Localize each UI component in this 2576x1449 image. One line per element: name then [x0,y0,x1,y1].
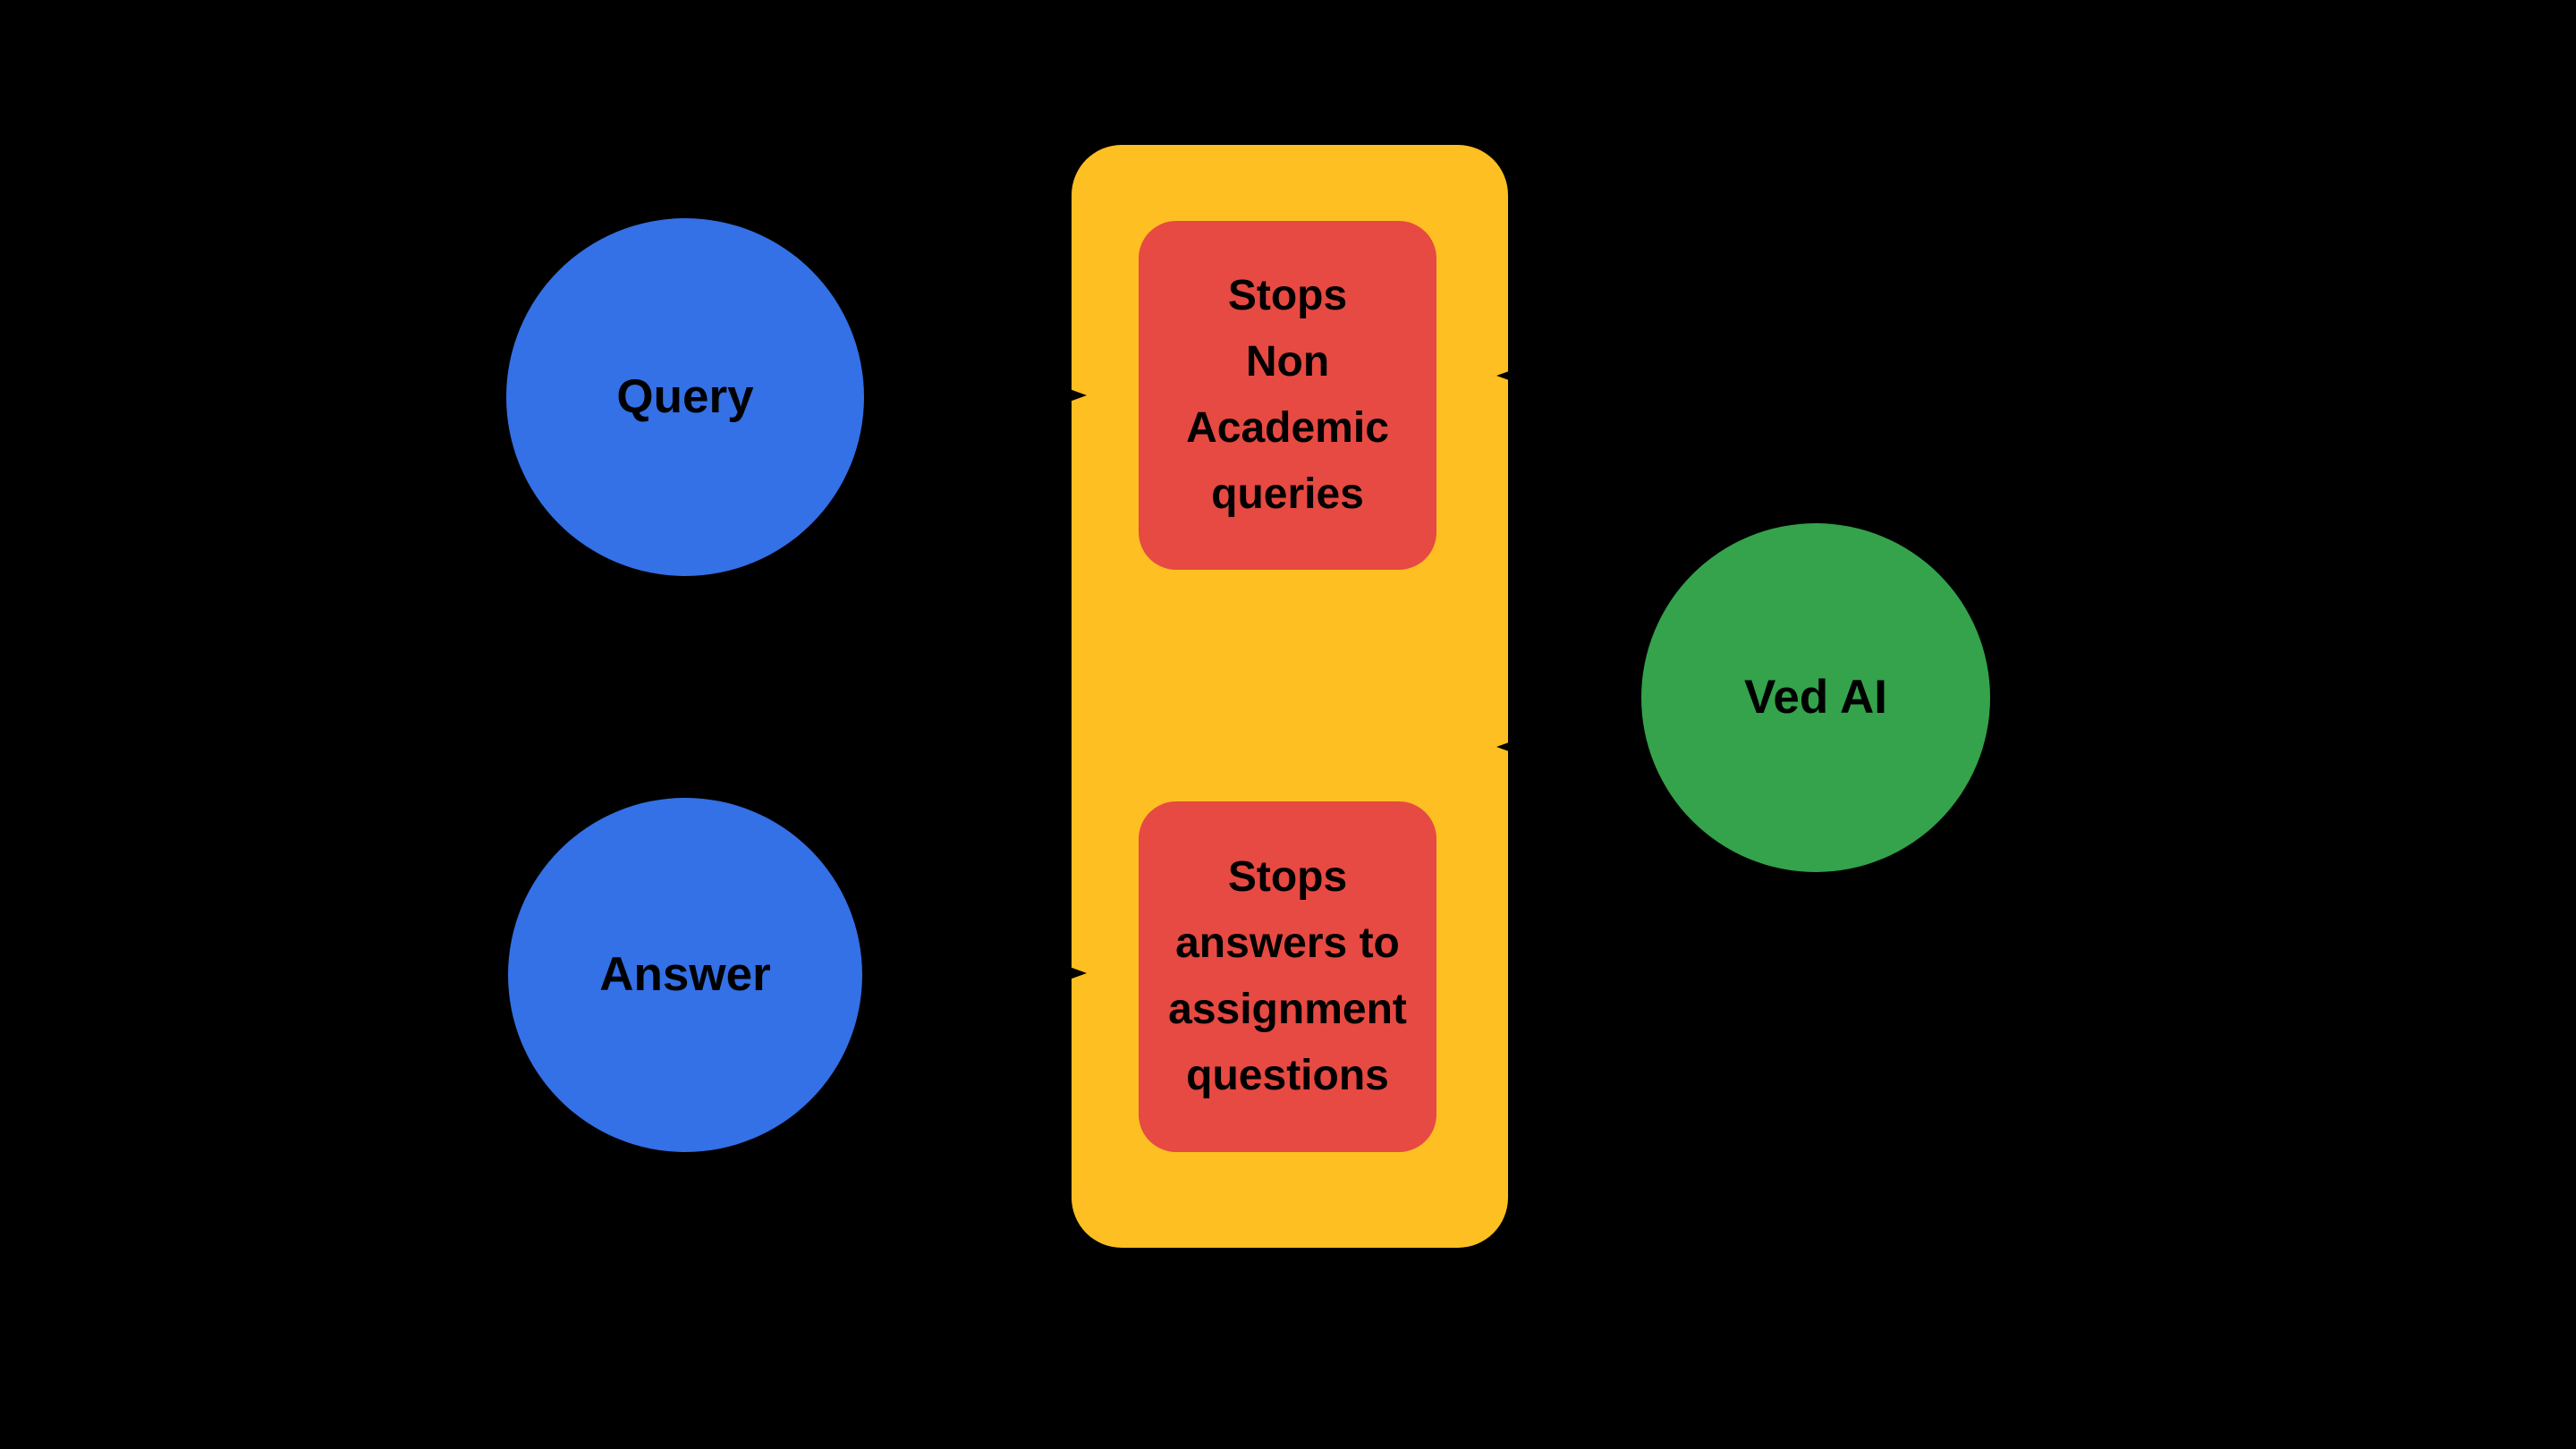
connector-arrowhead-query-to-gateway [1067,388,1087,402]
node-answer-label: Answer [599,948,771,1002]
connector-tip-vedai-to-gateway [1496,742,1509,751]
connector-tip-gateway-to-vedai [1496,371,1509,380]
rule-non-academic-label: Stops Non Academic queries [1186,272,1389,518]
node-query: Query [506,218,864,576]
rule-assignment-label: Stops answers to assignment questions [1168,853,1407,1099]
node-answer: Answer [508,798,862,1152]
node-ved-ai-label: Ved AI [1743,671,1888,724]
rule-assignment-box: Stops answers to assignment questions [1139,801,1436,1152]
connector-arrowhead-answer-to-gateway [1067,966,1087,980]
gateway-box: Stops Non Academic queries Stops answers… [1072,145,1508,1248]
node-ved-ai: Ved AI [1641,523,1990,872]
rule-non-academic-box: Stops Non Academic queries [1139,221,1436,570]
node-query-label: Query [616,370,754,424]
